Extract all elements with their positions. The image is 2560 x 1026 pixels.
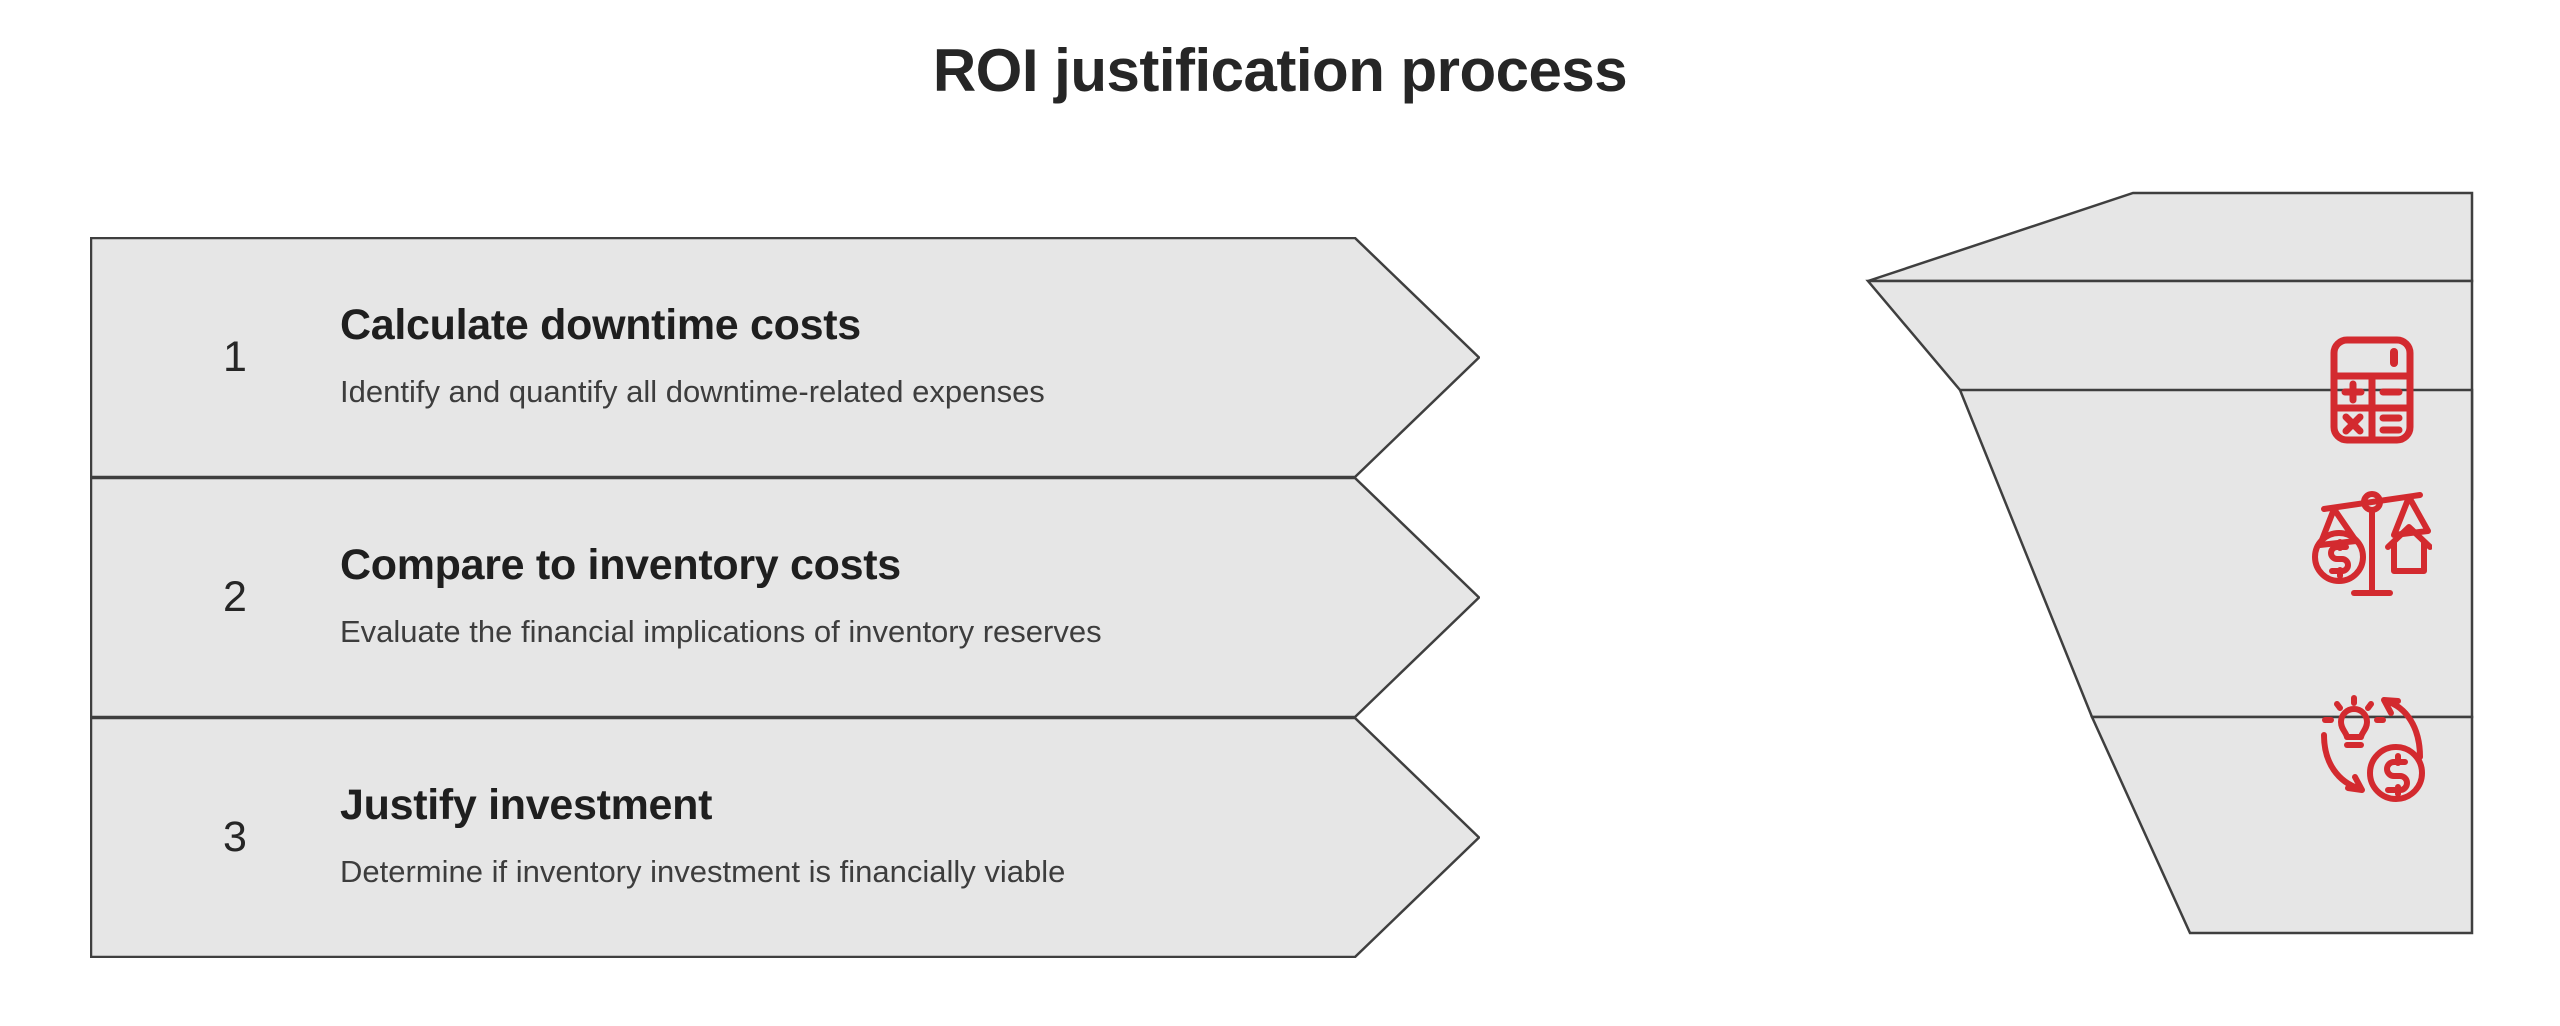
step-description-2: Evaluate the financial implications of i… [340, 613, 1102, 649]
step-description-1: Identify and quantify all downtime-relat… [340, 373, 1045, 409]
step-number-1: 1 [223, 332, 247, 381]
process-step-1[interactable]: 1 Calculate downtime costs Identify and … [90, 237, 1480, 478]
step-heading-2: Compare to inventory costs [340, 541, 901, 590]
process-step-2[interactable]: 2 Compare to inventory costs Evaluate th… [90, 477, 1480, 718]
calculator-icon [2312, 330, 2432, 450]
step-number-3: 3 [223, 812, 247, 861]
step-arrow-shape-1 [90, 237, 1480, 478]
step-heading-3: Justify investment [340, 781, 713, 830]
step-content-3: Justify investment Determine if inventor… [340, 717, 1240, 957]
step-arrow-shape-3 [90, 717, 1480, 958]
idea-to-money-icon [2312, 687, 2432, 807]
step-content-1: Calculate downtime costs Identify and qu… [340, 237, 1240, 477]
step-description-3: Determine if inventory investment is fin… [340, 853, 1066, 889]
step-heading-1: Calculate downtime costs [340, 301, 861, 350]
chevron-band-1 [1867, 191, 2474, 283]
step-arrow-shape-2 [90, 477, 1480, 718]
step-number-2: 2 [223, 572, 247, 621]
page-title: ROI justification process [932, 37, 1628, 104]
balance-scale-icon [2312, 485, 2432, 605]
process-step-3[interactable]: 3 Justify investment Determine if invent… [90, 717, 1480, 958]
step-content-2: Compare to inventory costs Evaluate the … [340, 477, 1240, 717]
icon-chevron-group [1860, 185, 2500, 965]
chevron-shapes [1865, 191, 2474, 935]
process-steps-list: 1 Calculate downtime costs Identify and … [90, 237, 1480, 958]
chevron-band-4 [2090, 715, 2474, 935]
